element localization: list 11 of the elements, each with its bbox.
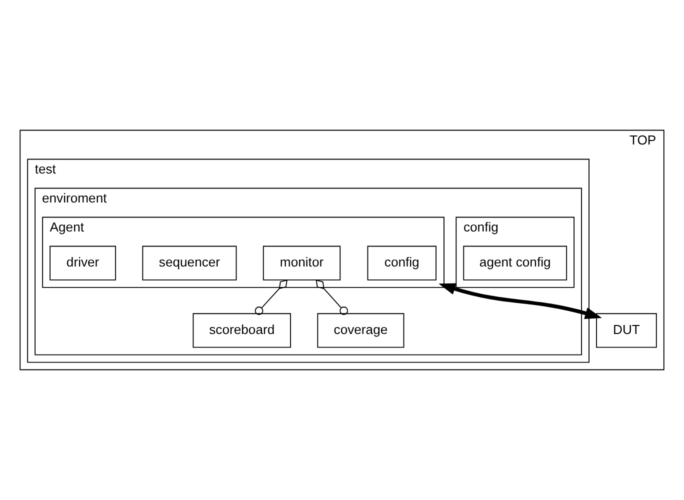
node-box: config <box>367 246 436 280</box>
node-box: coverage <box>317 313 404 348</box>
arrow <box>438 283 602 319</box>
node-box: driver <box>50 246 116 280</box>
connector <box>254 280 288 315</box>
node-box: DUT <box>596 313 657 348</box>
node-box: monitor <box>262 246 341 280</box>
node-box: sequencer <box>142 246 237 280</box>
node-box: scoreboard <box>192 313 291 348</box>
connector <box>316 280 348 315</box>
node-box: agent config <box>463 246 568 280</box>
